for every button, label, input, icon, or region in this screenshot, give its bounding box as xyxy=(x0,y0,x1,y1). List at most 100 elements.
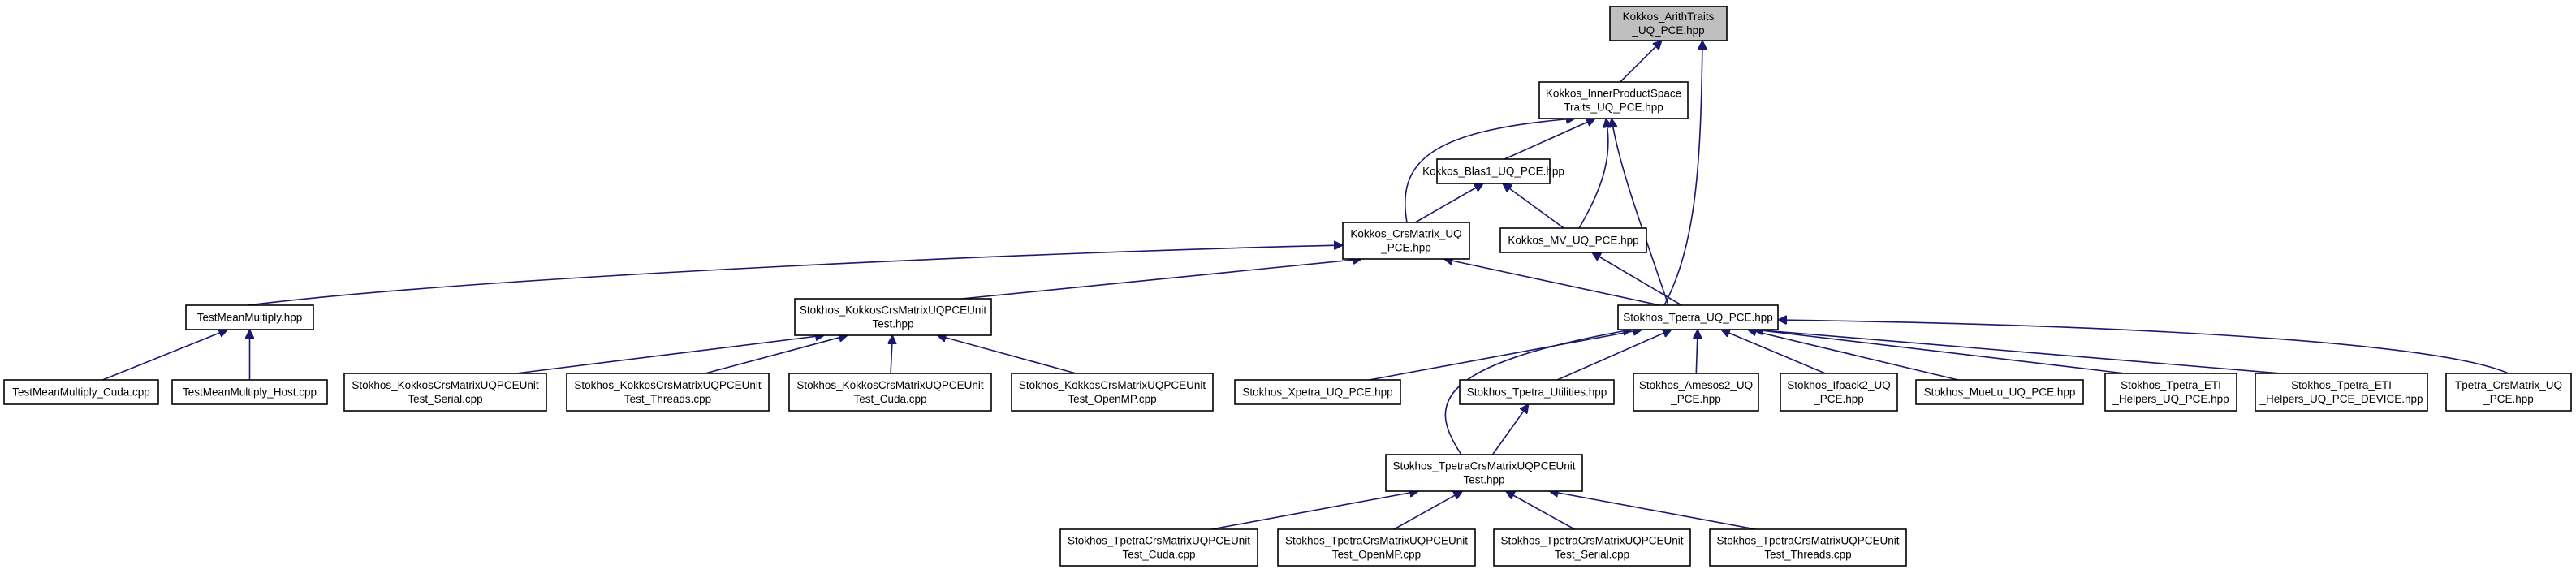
node-box xyxy=(2104,373,2237,412)
node-eti-dev[interactable]: Stokhos_Tpetra_ETI _Helpers_UQ_PCE_DEVICE… xyxy=(2255,373,2428,412)
edge-crs-to-ips xyxy=(1404,119,1575,223)
node-label-line: _Helpers_UQ_PCE_DEVICE.hpp xyxy=(2259,393,2423,405)
node-label-line: _PCE.hpp xyxy=(1670,393,1721,405)
node-t-cuda[interactable]: Stokhos_TpetraCrsMatrixUQPCEUnitTest_Cud… xyxy=(1059,528,1258,567)
node-crs[interactable]: Kokkos_CrsMatrix_UQ _PCE.hpp xyxy=(1342,222,1470,260)
node-box xyxy=(1059,528,1258,567)
node-box xyxy=(1499,227,1647,253)
node-tmm[interactable]: TestMeanMultiply.hpp xyxy=(185,304,314,330)
node-label-line: Stokhos_Tpetra_ETI xyxy=(2291,379,2392,391)
node-eti[interactable]: Stokhos_Tpetra_ETI _Helpers_UQ_PCE.hpp xyxy=(2104,373,2237,412)
node-blas1[interactable]: Kokkos_Blas1_UQ_PCE.hpp xyxy=(1422,158,1564,184)
node-mv[interactable]: Kokkos_MV_UQ_PCE.hpp xyxy=(1499,227,1647,253)
node-k-openmp[interactable]: Stokhos_KokkosCrsMatrixUQPCEUnitTest_Ope… xyxy=(1011,373,1214,412)
node-box xyxy=(1709,528,1907,567)
node-label-line: Stokhos_KokkosCrsMatrixUQPCEUnit xyxy=(1019,379,1206,391)
node-k-threads[interactable]: Stokhos_KokkosCrsMatrixUQPCEUnitTest_Thr… xyxy=(566,373,770,412)
node-box xyxy=(794,298,992,336)
edge-k_serial-to-kcrsunit xyxy=(516,335,825,374)
node-t-serial[interactable]: Stokhos_TpetraCrsMatrixUQPCEUnitTest_Ser… xyxy=(1493,528,1691,567)
node-label-line: Stokhos_TpetraCrsMatrixUQPCEUnit xyxy=(1716,535,1899,547)
node-muelu[interactable]: Stokhos_MueLu_UQ_PCE.hpp xyxy=(1915,379,2084,405)
edge-amesos-to-tpetra xyxy=(1696,330,1698,374)
node-box xyxy=(1609,6,1728,41)
node-label-line: Tpetra_CrsMatrix_UQ xyxy=(2455,379,2562,391)
node-label-line: Test.hpp xyxy=(1463,474,1504,486)
edge-kcrsunit-to-crs xyxy=(961,259,1362,300)
edge-tmm-to-crs xyxy=(247,245,1343,306)
node-t-openmp[interactable]: Stokhos_TpetraCrsMatrixUQPCEUnitTest_Ope… xyxy=(1277,528,1476,567)
edge-eti_dev-to-tpetra xyxy=(1754,330,2281,374)
node-root[interactable]: Kokkos_ArithTraits_UQ_PCE.hpp xyxy=(1609,6,1728,41)
node-tcrs[interactable]: Tpetra_CrsMatrix_UQ _PCE.hpp xyxy=(2445,373,2572,412)
node-ifpack[interactable]: Stokhos_Ifpack2_UQ_PCE.hpp xyxy=(1780,373,1898,412)
node-box xyxy=(566,373,770,412)
node-tmm-cuda[interactable]: TestMeanMultiply_Cuda.cpp xyxy=(3,379,159,405)
node-box xyxy=(343,373,547,412)
node-box xyxy=(185,304,314,330)
node-label-line: Stokhos_MueLu_UQ_PCE.hpp xyxy=(1924,386,2076,399)
node-label-line: _PCE.hpp xyxy=(1380,242,1431,254)
node-label-line: Kokkos_ArithTraits xyxy=(1623,11,1715,23)
node-label-line: Test_Cuda.cpp xyxy=(1122,549,1195,561)
node-label-line: Test_OpenMP.cpp xyxy=(1068,393,1156,405)
edge-tpetra-to-mv xyxy=(1592,252,1682,306)
node-label-line: Stokhos_Tpetra_ETI xyxy=(2121,379,2221,391)
node-label-line: Test_Serial.cpp xyxy=(1555,549,1629,561)
edge-t_cuda-to-tcrsunit xyxy=(1211,491,1418,530)
node-label-line: _PCE.hpp xyxy=(2483,393,2534,405)
node-label-line: TestMeanMultiply_Cuda.cpp xyxy=(12,386,150,399)
node-label-line: Stokhos_Xpetra_UQ_PCE.hpp xyxy=(1242,386,1392,399)
node-label-line: _PCE.hpp xyxy=(1813,393,1864,405)
node-box xyxy=(3,379,159,405)
edge-ifpack-to-tpetra xyxy=(1721,330,1826,374)
node-box xyxy=(1633,373,1759,412)
node-box xyxy=(1915,379,2084,405)
node-label-line: Kokkos_Blas1_UQ_PCE.hpp xyxy=(1422,166,1564,178)
edge-crs-to-blas1 xyxy=(1414,183,1483,223)
node-label-line: Stokhos_Tpetra_Utilities.hpp xyxy=(1467,386,1607,399)
node-amesos[interactable]: Stokhos_Amesos2_UQ _PCE.hpp xyxy=(1633,373,1759,412)
node-k-serial[interactable]: Stokhos_KokkosCrsMatrixUQPCEUnitTest_Ser… xyxy=(343,373,547,412)
edge-blas1-to-ips xyxy=(1504,119,1595,160)
edge-t_threads-to-tcrsunit xyxy=(1550,491,1756,530)
node-box xyxy=(171,379,328,405)
node-label-line: Stokhos_KokkosCrsMatrixUQPCEUnit xyxy=(352,379,539,391)
edge-t_openmp-to-tcrsunit xyxy=(1393,491,1462,530)
node-xpetra[interactable]: Stokhos_Xpetra_UQ_PCE.hpp xyxy=(1234,379,1401,405)
edge-k_cuda-to-kcrsunit xyxy=(891,335,892,374)
node-label-line: Stokhos_KokkosCrsMatrixUQPCEUnit xyxy=(574,379,762,391)
dependency-edges xyxy=(102,41,2509,530)
node-box xyxy=(1385,454,1583,492)
node-label-line: Kokkos_MV_UQ_PCE.hpp xyxy=(1508,235,1638,247)
node-box xyxy=(1780,373,1898,412)
node-k-cuda[interactable]: Stokhos_KokkosCrsMatrixUQPCEUnitTest_Cud… xyxy=(788,373,992,412)
node-label-line: _Helpers_UQ_PCE.hpp xyxy=(2112,393,2229,405)
node-t-threads[interactable]: Stokhos_TpetraCrsMatrixUQPCEUnitTest_Thr… xyxy=(1709,528,1907,567)
edge-tmm_cuda-to-tmm xyxy=(102,330,227,381)
node-label-line: Test_Serial.cpp xyxy=(408,393,482,405)
node-label-line: Test.hpp xyxy=(872,318,913,330)
node-tutil[interactable]: Stokhos_Tpetra_Utilities.hpp xyxy=(1459,379,1615,405)
edge-t_serial-to-tcrsunit xyxy=(1506,491,1575,530)
node-label-line: Stokhos_TpetraCrsMatrixUQPCEUnit xyxy=(1285,535,1468,547)
node-box xyxy=(1538,81,1689,119)
node-tmm-host[interactable]: TestMeanMultiply_Host.cpp xyxy=(171,379,328,405)
node-label-line: Test_Threads.cpp xyxy=(1764,549,1851,561)
edge-tpetra-to-root xyxy=(1663,41,1702,306)
node-ips[interactable]: Kokkos_InnerProductSpaceTraits_UQ_PCE.hp… xyxy=(1538,81,1689,119)
node-label-line: Kokkos_CrsMatrix_UQ xyxy=(1350,228,1461,240)
node-box xyxy=(788,373,992,412)
edge-ips-to-root xyxy=(1620,41,1662,83)
node-box xyxy=(2445,373,2572,412)
node-label-line: _UQ_PCE.hpp xyxy=(1631,24,1704,37)
edge-tcrsunit-to-tpetra xyxy=(1444,330,1632,455)
node-label-line: Test_OpenMP.cpp xyxy=(1332,549,1421,561)
node-box xyxy=(1011,373,1214,412)
edge-mv-to-blas1 xyxy=(1503,183,1564,229)
node-label-line: Stokhos_Amesos2_UQ xyxy=(1639,379,1753,391)
node-tpetra[interactable]: Stokhos_Tpetra_UQ_PCE.hpp xyxy=(1617,304,1779,330)
node-label-line: Traits_UQ_PCE.hpp xyxy=(1564,101,1663,114)
